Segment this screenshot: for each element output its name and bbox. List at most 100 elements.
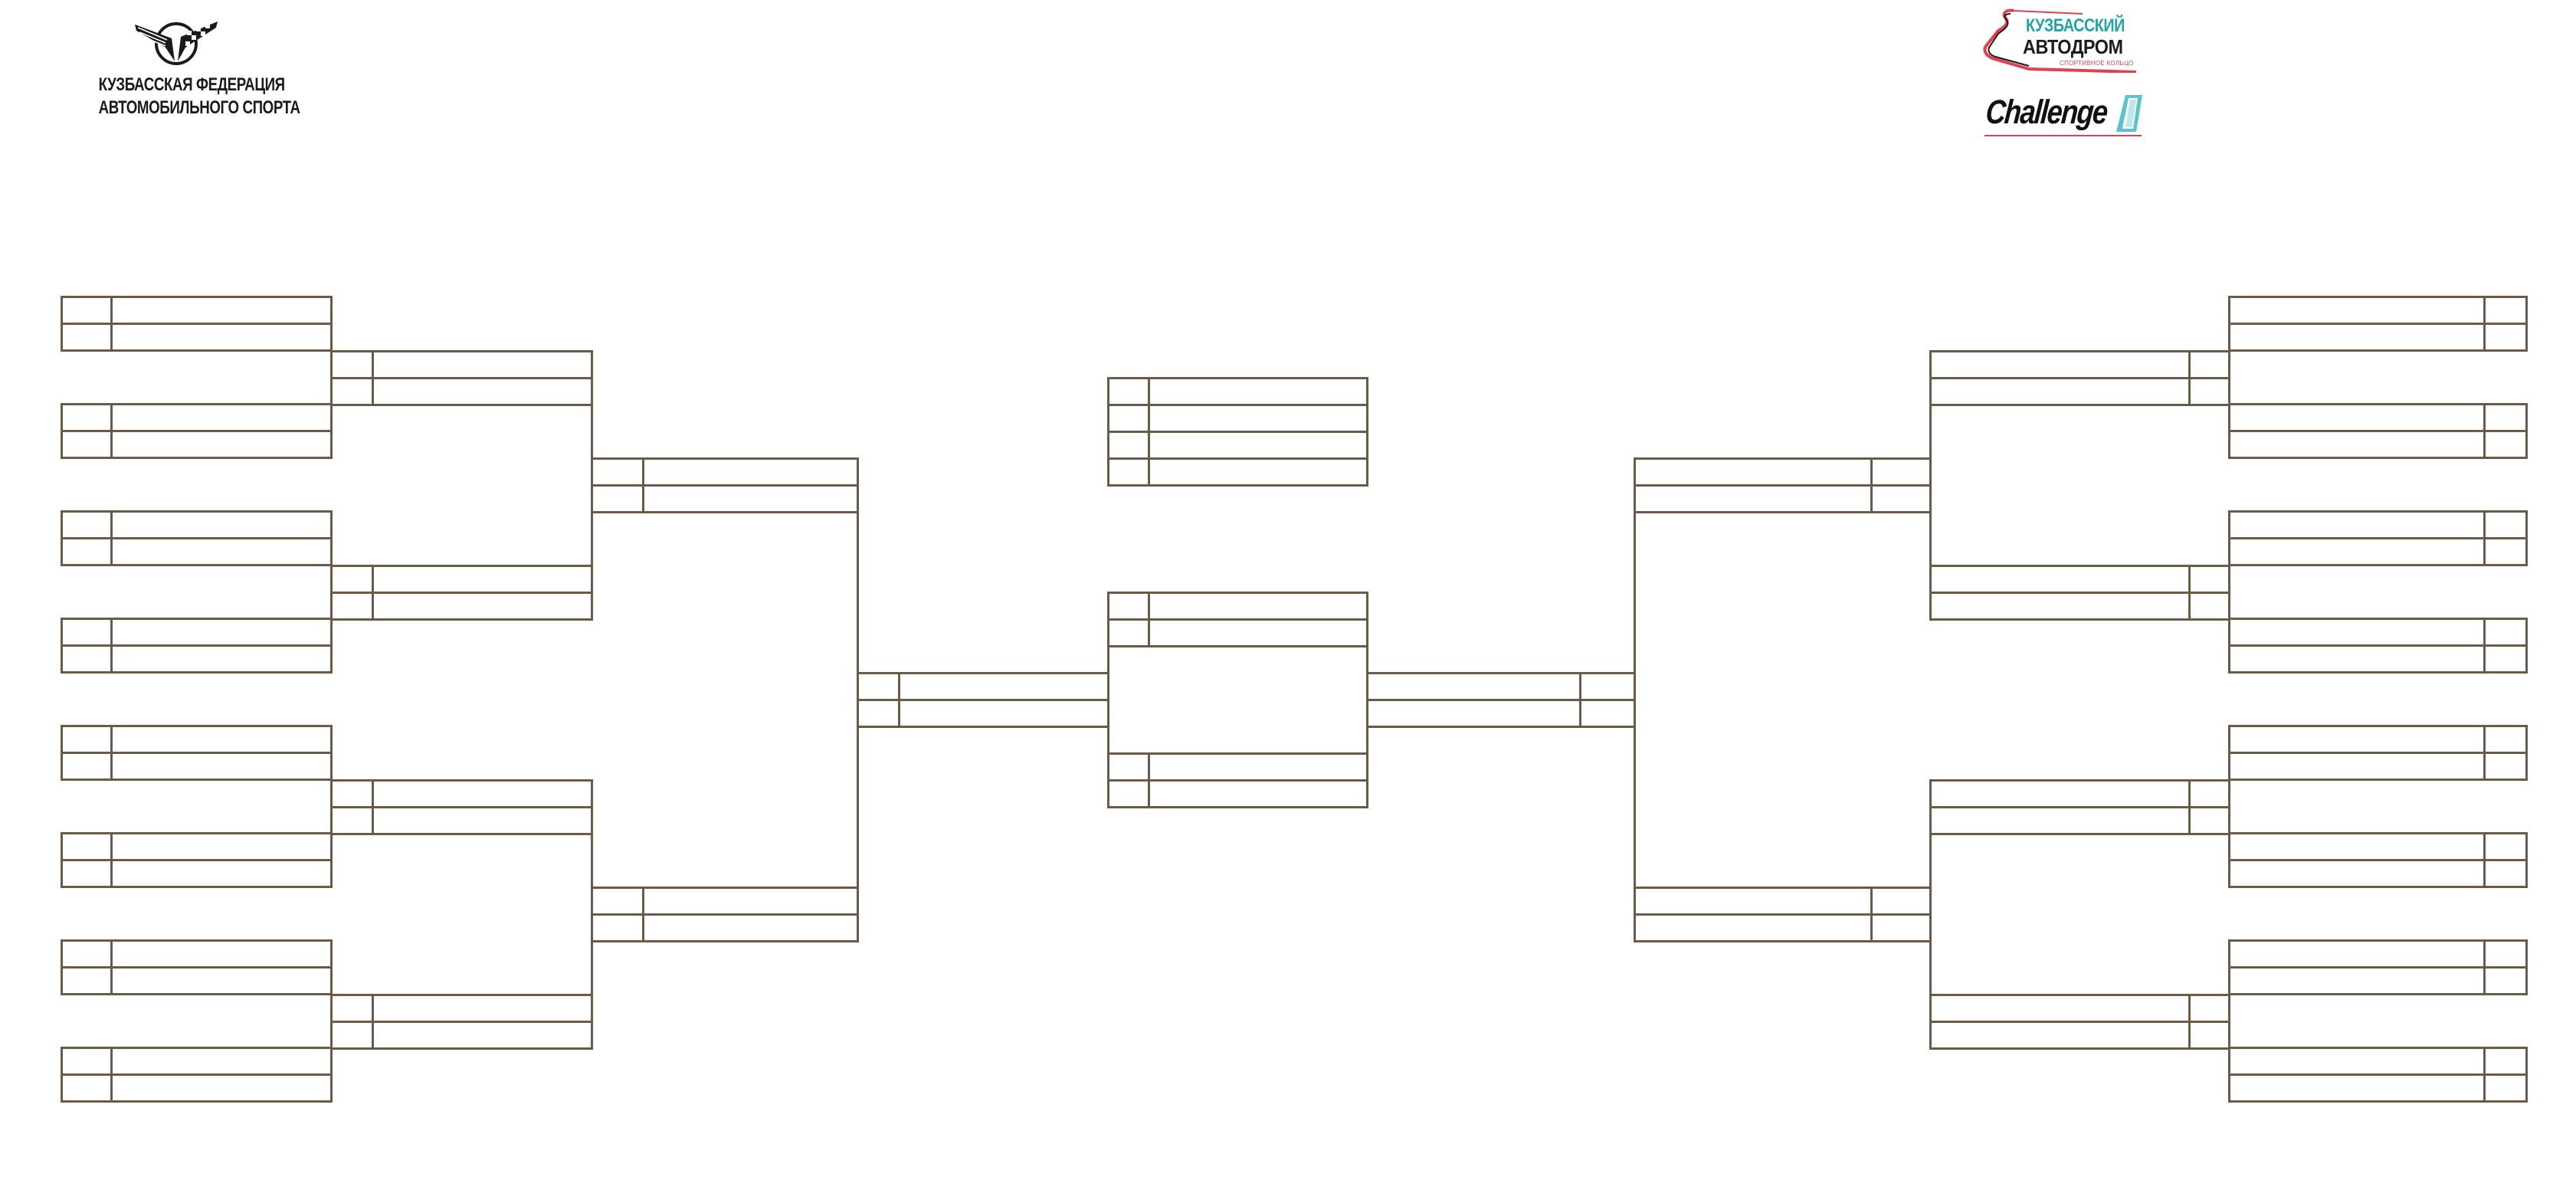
match-score-cell[interactable] (61, 939, 113, 969)
match-participant-cell[interactable] (1929, 806, 2191, 835)
match-score-cell[interactable] (2483, 296, 2528, 325)
match-participant-cell[interactable] (2228, 644, 2486, 674)
match-score-cell[interactable] (61, 966, 113, 995)
match-score-cell[interactable] (2483, 1073, 2528, 1103)
match-participant-cell[interactable] (2228, 939, 2486, 969)
match-score-cell[interactable] (1870, 887, 1932, 916)
match-participant-cell[interactable] (1634, 913, 1873, 942)
match-score-cell[interactable] (2188, 806, 2230, 835)
match-score-cell[interactable] (330, 1021, 374, 1050)
match-score-cell[interactable] (61, 1073, 113, 1103)
match-score-cell[interactable] (591, 887, 644, 916)
match-score-cell[interactable] (330, 994, 374, 1023)
match-score-cell[interactable] (330, 377, 374, 406)
match-participant-cell[interactable] (898, 699, 1109, 728)
match-participant-cell[interactable] (110, 939, 333, 969)
match-participant-cell[interactable] (898, 672, 1109, 701)
match-score-cell[interactable] (2483, 939, 2528, 969)
match-participant-cell[interactable] (2228, 1047, 2486, 1076)
match-score-cell[interactable] (2483, 832, 2528, 861)
final-score-cell[interactable] (1107, 752, 1150, 782)
match-score-cell[interactable] (2483, 1047, 2528, 1076)
match-participant-cell[interactable] (110, 537, 333, 566)
match-score-cell[interactable] (2483, 323, 2528, 352)
match-score-cell[interactable] (2483, 537, 2528, 566)
match-participant-cell[interactable] (642, 913, 859, 942)
match-score-cell[interactable] (61, 644, 113, 674)
final-participant-cell[interactable] (1148, 618, 1368, 647)
match-score-cell[interactable] (591, 484, 644, 513)
podium-participant-cell[interactable] (1148, 457, 1368, 487)
match-participant-cell[interactable] (2228, 323, 2486, 352)
match-participant-cell[interactable] (2228, 859, 2486, 888)
match-score-cell[interactable] (2188, 779, 2230, 808)
match-participant-cell[interactable] (642, 457, 859, 487)
match-participant-cell[interactable] (1929, 377, 2191, 406)
match-participant-cell[interactable] (372, 779, 593, 808)
match-score-cell[interactable] (2483, 403, 2528, 432)
match-participant-cell[interactable] (2228, 510, 2486, 539)
match-participant-cell[interactable] (110, 618, 333, 647)
match-score-cell[interactable] (2188, 350, 2230, 379)
match-participant-cell[interactable] (110, 644, 333, 674)
match-score-cell[interactable] (2188, 1021, 2230, 1050)
match-score-cell[interactable] (857, 672, 900, 701)
match-participant-cell[interactable] (2228, 618, 2486, 647)
match-score-cell[interactable] (61, 752, 113, 781)
match-score-cell[interactable] (330, 779, 374, 808)
match-participant-cell[interactable] (110, 752, 333, 781)
match-score-cell[interactable] (61, 537, 113, 566)
match-participant-cell[interactable] (1929, 350, 2191, 379)
match-participant-cell[interactable] (110, 510, 333, 539)
match-score-cell[interactable] (61, 430, 113, 459)
podium-participant-cell[interactable] (1148, 431, 1368, 460)
match-participant-cell[interactable] (2228, 537, 2486, 566)
match-participant-cell[interactable] (2228, 832, 2486, 861)
match-participant-cell[interactable] (372, 565, 593, 594)
match-participant-cell[interactable] (1929, 779, 2191, 808)
match-participant-cell[interactable] (110, 430, 333, 459)
match-participant-cell[interactable] (110, 1073, 333, 1103)
match-score-cell[interactable] (330, 592, 374, 621)
match-participant-cell[interactable] (110, 859, 333, 888)
match-score-cell[interactable] (857, 699, 900, 728)
match-participant-cell[interactable] (642, 484, 859, 513)
match-participant-cell[interactable] (2228, 296, 2486, 325)
match-score-cell[interactable] (1870, 484, 1932, 513)
match-score-cell[interactable] (1870, 457, 1932, 487)
match-score-cell[interactable] (61, 1047, 113, 1076)
match-score-cell[interactable] (330, 350, 374, 379)
final-score-cell[interactable] (1107, 618, 1150, 647)
match-participant-cell[interactable] (2228, 403, 2486, 432)
final-score-cell[interactable] (1107, 592, 1150, 621)
match-participant-cell[interactable] (1929, 1021, 2191, 1050)
podium-participant-cell[interactable] (1148, 404, 1368, 433)
match-score-cell[interactable] (2483, 966, 2528, 995)
match-score-cell[interactable] (2188, 377, 2230, 406)
match-participant-cell[interactable] (1634, 887, 1873, 916)
match-participant-cell[interactable] (1929, 565, 2191, 594)
match-score-cell[interactable] (330, 806, 374, 835)
match-score-cell[interactable] (61, 510, 113, 539)
match-participant-cell[interactable] (110, 832, 333, 861)
match-participant-cell[interactable] (642, 887, 859, 916)
match-participant-cell[interactable] (110, 323, 333, 352)
match-score-cell[interactable] (1870, 913, 1932, 942)
podium-place-cell[interactable] (1107, 457, 1150, 487)
match-participant-cell[interactable] (2228, 966, 2486, 995)
match-participant-cell[interactable] (1929, 592, 2191, 621)
match-participant-cell[interactable] (1366, 672, 1581, 701)
match-participant-cell[interactable] (110, 403, 333, 432)
final-participant-cell[interactable] (1148, 752, 1368, 782)
match-score-cell[interactable] (61, 323, 113, 352)
match-score-cell[interactable] (2188, 592, 2230, 621)
final-score-cell[interactable] (1107, 779, 1150, 808)
match-participant-cell[interactable] (110, 1047, 333, 1076)
podium-participant-cell[interactable] (1148, 377, 1368, 406)
match-score-cell[interactable] (2483, 618, 2528, 647)
match-participant-cell[interactable] (1634, 484, 1873, 513)
match-score-cell[interactable] (1579, 699, 1636, 728)
match-score-cell[interactable] (2188, 565, 2230, 594)
match-score-cell[interactable] (591, 457, 644, 487)
match-participant-cell[interactable] (1634, 457, 1873, 487)
